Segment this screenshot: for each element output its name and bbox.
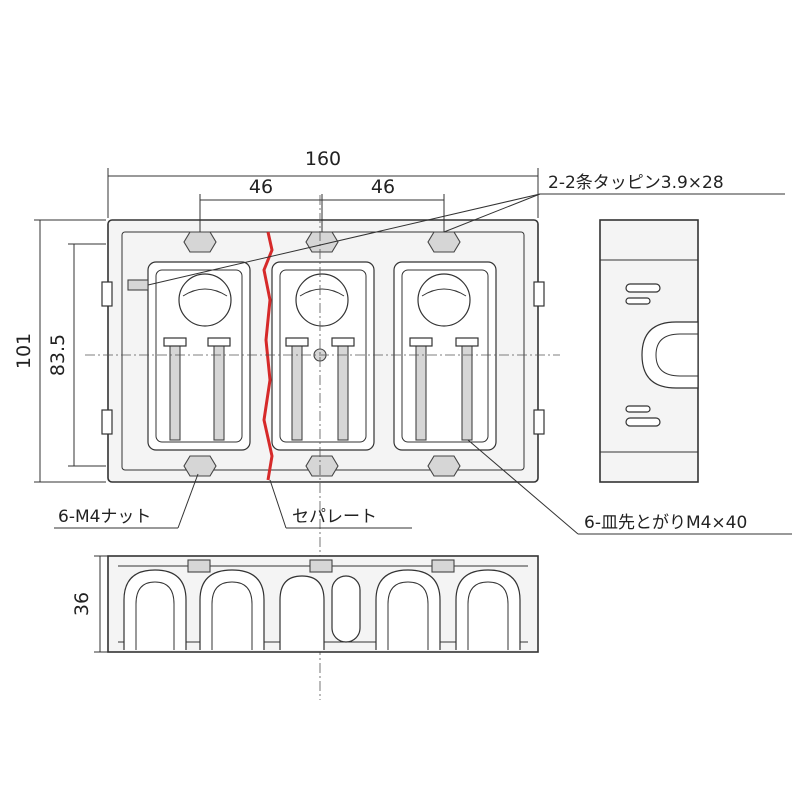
nut-icon xyxy=(427,231,461,253)
screw-shaft xyxy=(415,343,427,441)
screw-head xyxy=(409,337,433,347)
label-screw: 6-皿先とがりM4×40 xyxy=(584,513,747,533)
bottom-bracket xyxy=(309,559,333,573)
bottom-bracket xyxy=(431,559,455,573)
u-pocket-inner xyxy=(467,581,509,650)
gang-frame-inner xyxy=(155,269,243,443)
dim-101: 101 xyxy=(13,333,35,369)
u-pocket xyxy=(375,569,441,650)
right-tab-lower xyxy=(533,409,545,435)
gang-left xyxy=(147,261,251,451)
label-tapping-screw: 2-2条タッピン3.9×28 xyxy=(548,173,724,193)
screw-head xyxy=(285,337,309,347)
side-slot xyxy=(625,283,661,293)
gang-frame-inner xyxy=(279,269,367,443)
screw-shaft xyxy=(461,343,473,441)
nut-icon xyxy=(427,455,461,477)
screw-shaft xyxy=(291,343,303,441)
dim-46-left: 46 xyxy=(249,176,273,198)
nut-icon xyxy=(183,231,217,253)
dimension-texts: 160 46 46 101 83.5 36 xyxy=(13,148,395,616)
m4-nuts xyxy=(183,231,461,477)
right-tab-upper xyxy=(533,281,545,307)
bottom-view xyxy=(107,555,539,653)
u-pocket-inner xyxy=(135,581,175,650)
label-separator: セパレート xyxy=(292,507,377,527)
screw-head xyxy=(331,337,355,347)
dim-36: 36 xyxy=(71,592,93,616)
side-knockout-inner xyxy=(655,333,698,377)
u-pocket-center xyxy=(279,575,325,650)
label-nut: 6-M4ナット xyxy=(58,507,151,527)
knockout-circle xyxy=(178,273,232,327)
knockout-slot xyxy=(421,288,467,297)
side-slot xyxy=(625,405,651,413)
u-pocket-inner xyxy=(387,581,429,650)
side-view xyxy=(599,219,699,483)
screw-shaft xyxy=(337,343,349,441)
knockout-circle xyxy=(417,273,471,327)
screw-head xyxy=(207,337,231,347)
side-slot xyxy=(625,417,661,427)
dim-160: 160 xyxy=(305,148,341,170)
nut-icon xyxy=(305,455,339,477)
screw-shaft xyxy=(213,343,225,441)
leader-line xyxy=(443,193,541,233)
screw-head xyxy=(163,337,187,347)
gang-frame-inner xyxy=(401,269,489,443)
left-tab-upper xyxy=(101,281,113,307)
knockout-slot xyxy=(299,288,345,297)
leader-line xyxy=(147,193,541,286)
u-pocket xyxy=(199,569,265,650)
knockout-circle xyxy=(295,273,349,327)
leader-line xyxy=(269,479,287,529)
leader-line xyxy=(177,473,199,529)
leader-line xyxy=(467,439,579,535)
screw-head xyxy=(455,337,479,347)
nut-icon xyxy=(305,231,339,253)
u-pocket xyxy=(455,569,521,650)
side-knockout xyxy=(641,321,699,389)
dim-46-right: 46 xyxy=(371,176,395,198)
bottom-bracket xyxy=(187,559,211,573)
side-slot xyxy=(625,297,651,305)
gang-middle xyxy=(271,261,375,451)
u-pocket-inner xyxy=(211,581,253,650)
knockout-slot xyxy=(182,288,228,297)
callouts: 2-2条タッピン3.9×28 6-M4ナット セパレート 6-皿先とがりM4×4… xyxy=(54,173,792,535)
center-oval-slot xyxy=(331,575,361,643)
left-tab-lower xyxy=(101,409,113,435)
tapping-screw-icon xyxy=(127,279,149,291)
gang-right xyxy=(393,261,497,451)
nut-icon xyxy=(183,455,217,477)
dim-83-5: 83.5 xyxy=(47,334,69,376)
front-view xyxy=(85,195,560,700)
screw-shaft xyxy=(169,343,181,441)
